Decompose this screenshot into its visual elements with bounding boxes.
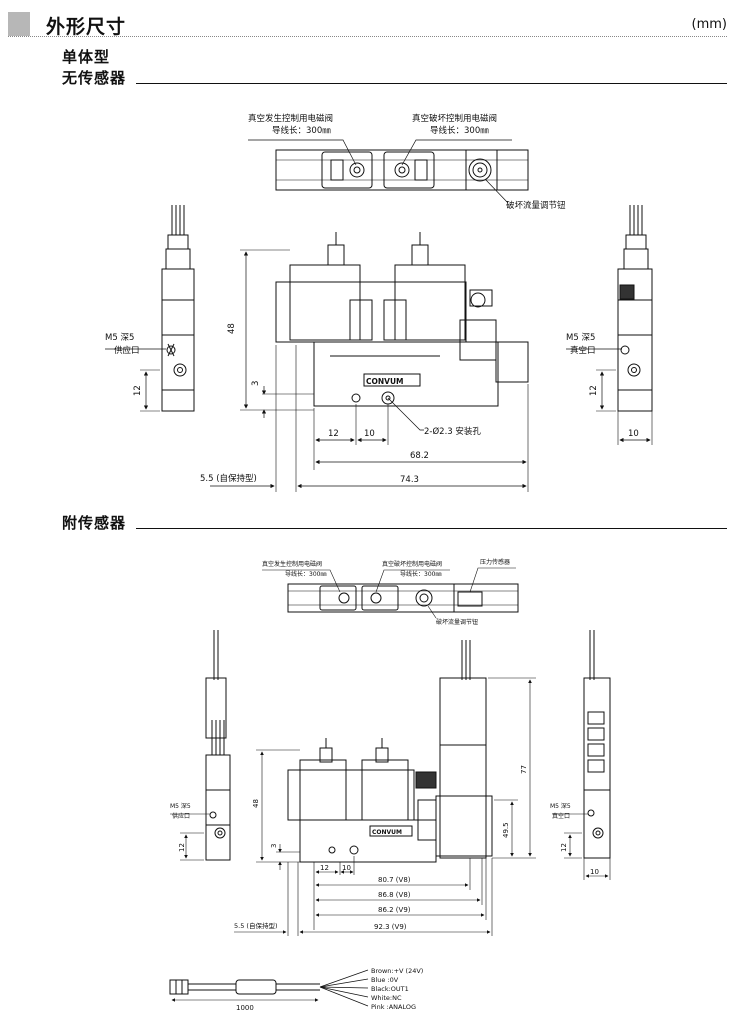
- s1-vac-break-valve-label: 真空破坏控制用电磁阀: [412, 113, 497, 124]
- s1-dim-12-left: 12: [133, 385, 143, 396]
- s2-dim-12-right: 12: [560, 843, 568, 852]
- s2-dim-77: 77: [520, 765, 528, 774]
- page-title: 外形尺寸: [46, 16, 127, 38]
- section2-title: 附传感器: [62, 514, 127, 532]
- s2-vacuum-port-label: 真空口: [552, 812, 570, 820]
- s2-vacuum-port-size: M5 深5: [550, 802, 571, 810]
- s2-vac-gen-valve-label: 真空发生控制用电磁阀: [262, 560, 322, 568]
- s2-right-view: [583, 630, 611, 859]
- section1-title: 无传感器: [62, 69, 127, 87]
- s1-right-view: [617, 205, 653, 412]
- s1-vac-gen-valve-label: 真空发生控制用电磁阀: [248, 113, 333, 124]
- s2-dim-86a: 86.8 (V8): [378, 891, 411, 899]
- type-label: 单体型: [62, 48, 111, 66]
- s2-dim-80: 80.7 (V8): [378, 876, 411, 884]
- s2-left-view: [205, 630, 231, 861]
- s2-convum-logo: CONVUM: [372, 829, 402, 836]
- s2-dim-12: 12: [320, 864, 329, 872]
- cable-length-label: 1000: [236, 1004, 254, 1012]
- s2-dim-3: 3: [270, 844, 278, 848]
- s2-vac-break-valve-label: 真空破坏控制用电磁阀: [382, 560, 442, 568]
- header-marker: [8, 12, 30, 36]
- s2-vac-break-lead-label: 导线长：300㎜: [400, 570, 441, 578]
- s1-left-view: [161, 205, 195, 412]
- s2-dim-10: 10: [342, 864, 351, 872]
- s2-self-hold-label: 5.5 (自保持型): [234, 921, 277, 930]
- s2-dim-48: 48: [252, 799, 260, 808]
- s2-dim-10-right: 10: [590, 868, 599, 876]
- s1-front-view: [275, 232, 529, 407]
- s1-vacuum-port-label: 真空口: [570, 345, 596, 356]
- header-divider: [8, 36, 727, 37]
- s1-dim-10-right: 10: [628, 429, 639, 439]
- s1-dim-3: 3: [251, 381, 261, 386]
- s1-dim-12: 12: [328, 429, 339, 439]
- cable-drawing: [169, 969, 369, 1007]
- section2-rule: [136, 528, 727, 529]
- s2-vac-gen-lead-label: 导线长：300㎜: [285, 570, 326, 578]
- s1-dim-48: 48: [227, 323, 237, 334]
- wire-label: Brown:+V (24V): [371, 967, 423, 975]
- s2-supply-port-size: M5 深5: [170, 802, 191, 810]
- s1-self-hold-label: 5.5 (自保持型): [200, 473, 257, 484]
- s1-vacuum-port-size: M5 深5: [566, 333, 595, 343]
- s2-dim-12-left: 12: [178, 843, 186, 852]
- unit-label: (mm): [691, 17, 727, 32]
- s1-dim-12-right: 12: [589, 385, 599, 396]
- s2-dim-49: 49.5: [502, 822, 510, 838]
- s1-dim-74: 74.3: [400, 475, 419, 485]
- s2-top-view: [287, 583, 519, 613]
- s1-vac-break-lead-label: 导线长：300㎜: [430, 125, 489, 136]
- wire-label: Black:OUT1: [371, 985, 409, 993]
- wire-label: Pink :ANALOG: [371, 1003, 416, 1011]
- s1-dim-68: 68.2: [410, 451, 429, 461]
- s2-flow-knob-label: 破坏流量调节钮: [436, 618, 478, 626]
- wire-label: Blue :0V: [371, 976, 399, 984]
- s1-dim-10: 10: [364, 429, 375, 439]
- s2-pressure-sensor-label: 压力传感器: [480, 558, 510, 566]
- s1-supply-port-label: 供应口: [114, 345, 140, 356]
- s1-mount-holes-label: 2-Ø2.3 安装孔: [424, 426, 481, 437]
- section1-rule: [136, 83, 727, 84]
- s1-vac-gen-lead-label: 导线长：300㎜: [272, 125, 331, 136]
- wire-label: White:NC: [371, 994, 402, 1002]
- s1-supply-port-size: M5 深5: [105, 333, 134, 343]
- s1-convum-logo: CONVUM: [366, 377, 404, 386]
- s1-flow-knob-label: 破坏流量调节钮: [506, 200, 566, 211]
- s2-supply-port-label: 供应口: [172, 812, 190, 820]
- s2-dim-92: 92.3 (V9): [374, 923, 407, 931]
- s2-dim-86b: 86.2 (V9): [378, 906, 411, 914]
- s2-front-view: [287, 640, 493, 863]
